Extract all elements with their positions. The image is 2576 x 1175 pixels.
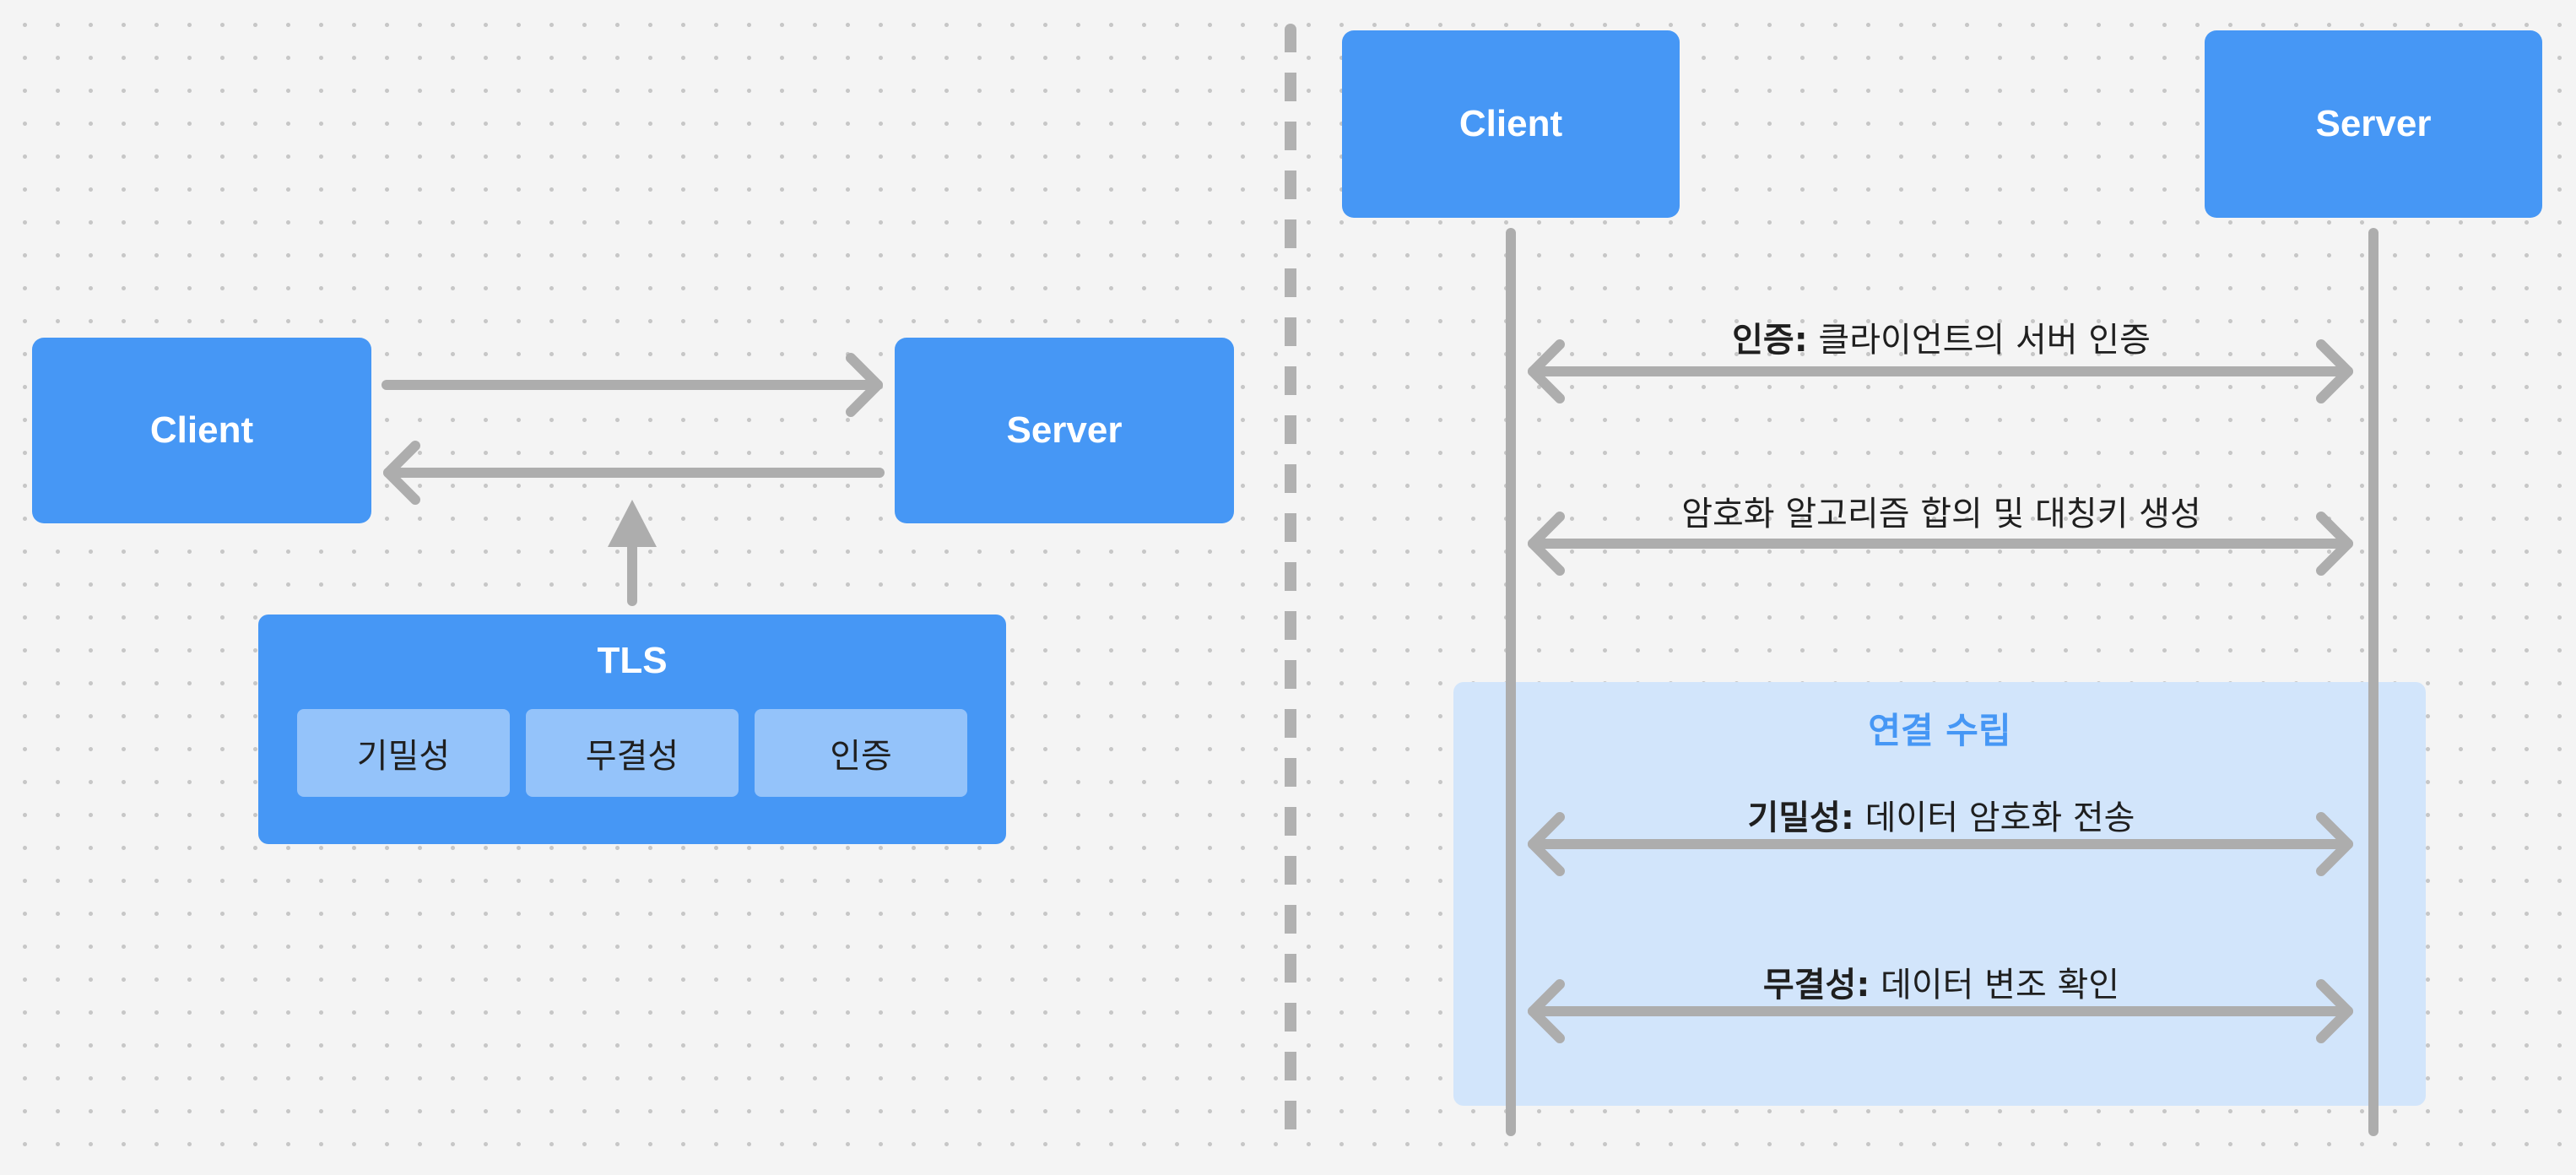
- right-client-label: Client: [1458, 103, 1563, 144]
- tls-title: TLS: [597, 640, 668, 681]
- message-label-confidentiality: 기밀성: 데이터 암호화 전송: [1747, 799, 2135, 837]
- message-label-authentication: 인증: 클라이언트의 서버 인증: [1732, 321, 2151, 360]
- right-client-box: Client: [1342, 30, 1680, 218]
- client-lifeline: [1506, 228, 1516, 1136]
- message-label-key-agreement: 암호화 알고리즘 합의 및 대칭키 생성: [1681, 495, 2201, 533]
- session-region: [1453, 682, 2426, 1106]
- session-title: 연결 수립: [1868, 710, 2011, 751]
- left-server-box: Server: [895, 338, 1234, 523]
- request-arrow: [382, 353, 883, 417]
- right-server-box: Server: [2205, 30, 2542, 218]
- message-arrow-confidentiality: [1528, 812, 2353, 876]
- message-arrow-key-agreement: [1528, 512, 2353, 576]
- section-divider: [1285, 24, 1296, 1143]
- tls-up-arrow: [608, 500, 657, 606]
- tls-chip-authentication: 인증: [755, 709, 967, 797]
- message-label-integrity: 무결성: 데이터 변조 확인: [1762, 966, 2120, 1004]
- tls-panel: TLS 기밀성 무결성 인증: [258, 615, 1006, 844]
- message-arrow-authentication: [1528, 339, 2353, 403]
- response-arrow: [383, 441, 885, 505]
- server-lifeline: [2368, 228, 2378, 1136]
- left-client-label: Client: [149, 409, 254, 451]
- right-server-label: Server: [2315, 103, 2432, 144]
- message-arrow-integrity: [1528, 979, 2353, 1043]
- left-client-box: Client: [32, 338, 371, 523]
- left-server-label: Server: [1006, 409, 1123, 451]
- tls-chip-confidentiality: 기밀성: [297, 709, 510, 797]
- tls-chip-integrity: 무결성: [526, 709, 739, 797]
